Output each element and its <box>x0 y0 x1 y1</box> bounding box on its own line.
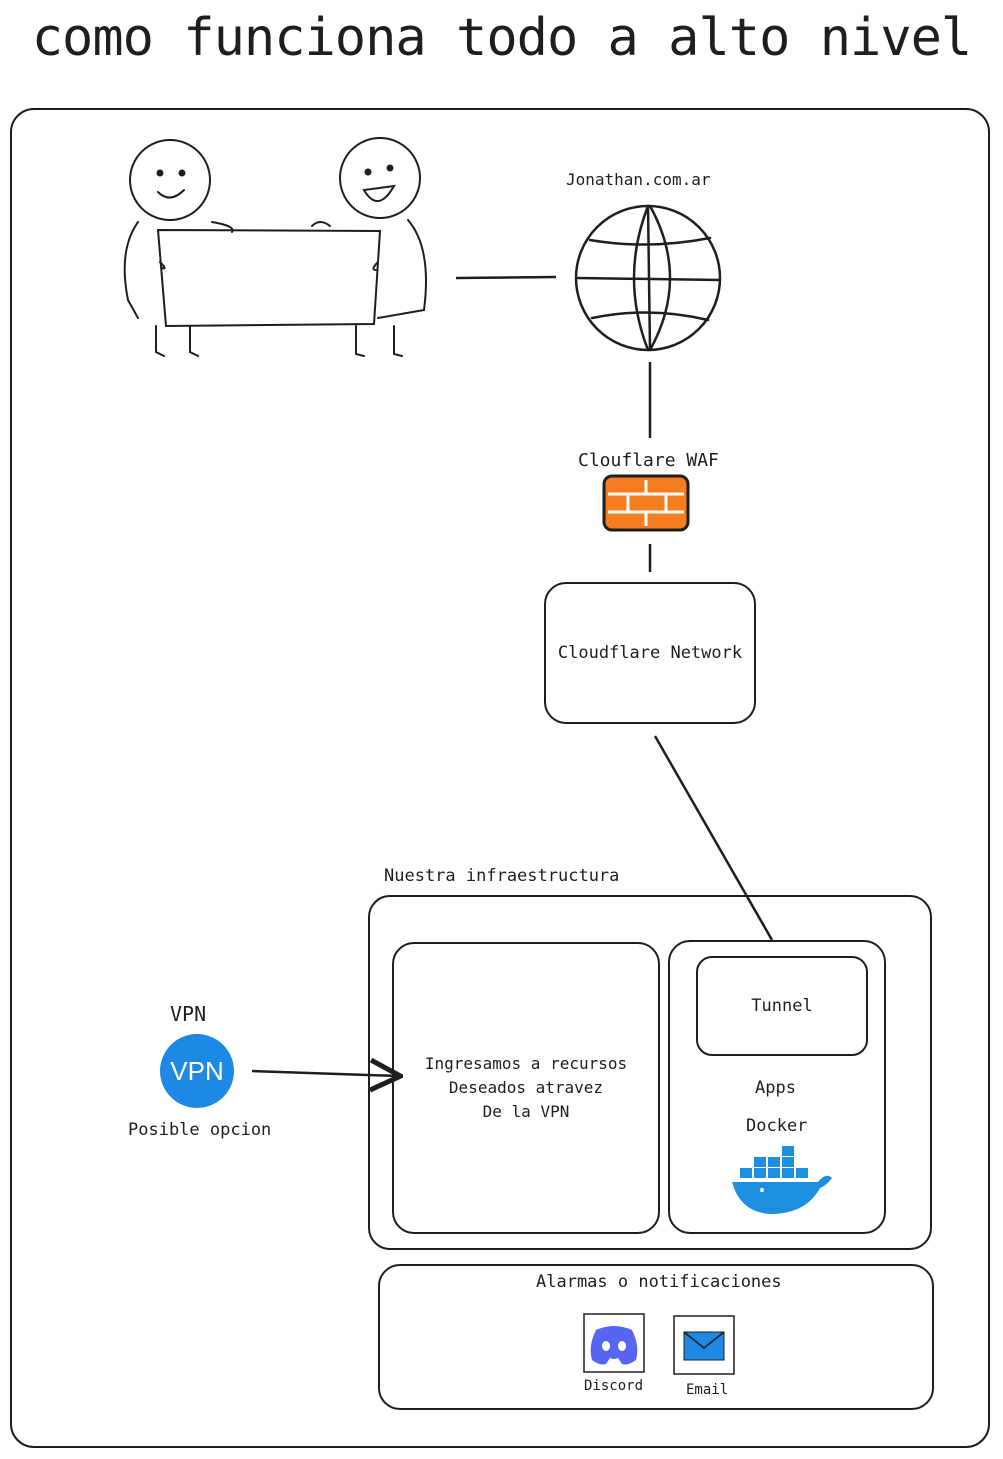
discord-label: Discord <box>584 1378 644 1394</box>
brick-firewall-icon <box>602 474 690 532</box>
tunnel-label: Tunnel <box>751 996 813 1016</box>
people-illustration <box>123 137 427 357</box>
vpn-caption: Posible opcion <box>128 1120 272 1140</box>
alarms-label: Alarmas o notificaciones <box>536 1272 782 1292</box>
site-label: Jonathan.com.ar <box>566 170 711 189</box>
docker-icon <box>732 1146 832 1214</box>
connector-vpn-arrow <box>251 1071 398 1076</box>
tunnel-box: Tunnel <box>696 956 868 1056</box>
infra-label: Nuestra infraestructura <box>384 866 620 886</box>
email-label: Email <box>686 1382 729 1398</box>
cloudflare-network-box: Cloudflare Network <box>544 582 756 724</box>
connector-network-tunnel <box>653 735 774 941</box>
connector-people-globe <box>455 275 557 280</box>
globe-icon <box>574 204 722 352</box>
resources-text-line-3: De la VPN <box>482 1102 570 1121</box>
waf-label: Clouflare WAF <box>578 450 719 471</box>
docker-label: Docker <box>746 1116 808 1136</box>
infra-box <box>368 895 932 1250</box>
resources-text-line-2: Deseados atravez <box>448 1078 604 1097</box>
resources-text-line-1: Ingresamos a recursos <box>424 1054 628 1073</box>
apps-box <box>668 940 886 1234</box>
cloudflare-network-label: Cloudflare Network <box>557 643 743 663</box>
apps-label: Apps <box>755 1078 796 1098</box>
resources-box: Ingresamos a recursos Deseados atravez D… <box>392 942 660 1234</box>
diagram-frame <box>10 108 990 1448</box>
diagram-title: como funciona todo a alto nivel <box>31 8 973 68</box>
discord-icon <box>583 1313 645 1373</box>
vpn-badge: VPN <box>160 1034 234 1108</box>
vpn-label: VPN <box>170 1002 207 1026</box>
email-icon <box>673 1315 735 1375</box>
alarms-box <box>378 1264 934 1410</box>
vpn-badge-text: VPN <box>170 1055 224 1086</box>
